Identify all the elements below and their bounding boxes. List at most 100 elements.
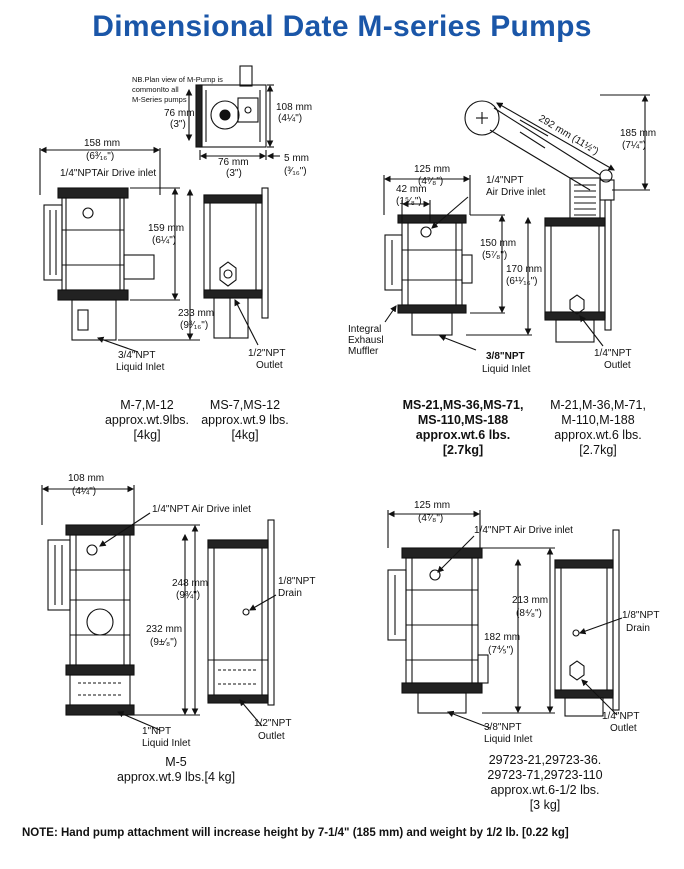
caption-m21-line-1: M-21,M-36,M-71, <box>550 398 646 412</box>
caption-ms21-line-4: [2.7kg] <box>442 443 484 457</box>
dim-plan-76-bottom: 76 mm <box>218 157 249 168</box>
dim-height-182-in: (7⅘") <box>488 645 513 656</box>
caption-29723-line-2: 29723-71,29723-110 <box>487 768 603 782</box>
caption-m5: M-5 approx.wt.9 lbs.[4 kg] <box>96 755 256 785</box>
caption-ms7-ms12: MS-7,MS-12 approx.wt.9 lbs. [4kg] <box>190 398 300 443</box>
label-drain-p-npt: 1/8"NPT <box>622 610 659 621</box>
label-outlet-m5: Outlet <box>258 731 285 742</box>
dim-height-248: 248 mm <box>172 578 208 589</box>
caption-m7-line-3: [4kg] <box>133 428 161 442</box>
caption-ms7-line-2: approx.wt.9 lbs. <box>201 413 289 427</box>
label-outlet-ms: Outlet <box>604 360 631 371</box>
dim-height-159-in: (6¼") <box>152 234 176 246</box>
label-outlet-ms-npt: 1/4"NPT <box>594 348 631 359</box>
dim-height-213-in: (8⁴⁄₈") <box>516 608 542 619</box>
caption-m21-series: M-21,M-36,M-71, M-110,M-188 approx.wt.6 … <box>538 398 658 458</box>
m5-side-view-drawing <box>207 519 275 706</box>
caption-m21-line-2: M-110,M-188 <box>561 413 635 427</box>
label-liquid-inlet-m7: Liquid Inlet <box>116 362 165 373</box>
ms21-front-view-drawing <box>384 214 473 336</box>
caption-m5-line-2: approx.wt.9 lbs.[4 kg] <box>116 770 236 784</box>
dim-width-125-ms: 125 mm <box>414 164 450 175</box>
dim-height-213: 213 mm <box>512 595 548 606</box>
plan-note: NB.Plan view of M-Pump is commonIto all … <box>132 75 223 104</box>
dim-width-158: 158 mm <box>84 138 120 149</box>
label-liquid-inlet-m5-npt: 1"NPT <box>142 726 171 737</box>
dim-height-170-in: (6¹¹⁄₁₆") <box>506 276 538 287</box>
dim-width-125-p: 125 mm <box>414 500 450 511</box>
ms21-side-view-drawing <box>544 199 612 343</box>
p29723-side-view-drawing <box>554 529 620 717</box>
caption-29723-line-1: 29723-21,29723-36. <box>488 753 602 767</box>
caption-ms21-line-3: approx.wt.6 lbs. <box>415 428 511 442</box>
label-air-drive-inlet-ms-npt: 1/4"NPT <box>486 175 523 186</box>
caption-m7-line-1: M-7,M-12 <box>120 398 174 412</box>
caption-29723: 29723-21,29723-36. 29723-71,29723-110 ap… <box>460 753 630 813</box>
label-liquid-inlet-m7-npt: 3/4"NPT <box>118 350 155 361</box>
dim-plan-76-left-in: (3") <box>170 119 186 130</box>
plan-view-drawing <box>195 65 267 148</box>
dim-height-150: 150 mm <box>480 238 516 249</box>
caption-m7-line-2: approx.wt.9lbs. <box>104 413 190 427</box>
dim-width-108: 108 mm <box>68 473 104 484</box>
label-liquid-inlet-m5: Liquid Inlet <box>142 738 191 749</box>
dim-width-125-ms-in: (4⁷⁄₈") <box>418 176 443 187</box>
label-liquid-inlet-ms: Liquid Inlet <box>482 364 531 375</box>
label-liquid-inlet-p: Liquid Inlet <box>484 734 533 745</box>
label-muffler-3: Muffler <box>348 346 379 357</box>
dim-height-233-in: (9³⁄₁₆") <box>180 320 208 331</box>
label-outlet-m5-npt: 1/2"NPT <box>254 718 291 729</box>
label-drain-m5-npt: 1/8"NPT <box>278 576 315 587</box>
label-outlet-p: Outlet <box>610 723 637 734</box>
dim-height-170: 170 mm <box>506 264 542 275</box>
dim-height-232: 232 mm <box>146 624 182 635</box>
caption-ms21-line-2: MS-110,MS-188 <box>417 413 509 427</box>
page-title: Dimensional Date M-series Pumps <box>92 10 592 43</box>
caption-m21-line-4: [2.7kg] <box>579 443 617 457</box>
dim-width-158-in: (6³⁄₁₆") <box>86 151 114 162</box>
dim-plan-108-in: (4¼") <box>278 112 302 124</box>
dim-plan-5: 5 mm <box>284 153 309 164</box>
dim-height-248-in: (9¾") <box>176 590 200 601</box>
m7-side-view-drawing <box>203 187 269 339</box>
caption-29723-line-4: [3 kg] <box>529 798 561 812</box>
label-air-drive-inlet-m5: 1/4"NPT Air Drive inlet <box>152 504 251 515</box>
plan-note-line-3: M-Series pumps <box>132 95 187 104</box>
dim-height-233: 233 mm <box>178 308 214 319</box>
dim-height-232-in: (9±⁄₈") <box>150 637 177 648</box>
dim-height-185-in: (7¼") <box>622 139 646 151</box>
label-outlet-m7-npt: 1/2"NPT <box>248 348 285 359</box>
dim-height-182: 182 mm <box>484 632 520 643</box>
caption-29723-line-3: approx.wt.6-1/2 lbs. <box>490 783 600 797</box>
caption-ms7-line-1: MS-7,MS-12 <box>209 398 281 412</box>
label-air-drive-inlet-m7: 1/4"NPTAir Drive inlet <box>60 168 156 179</box>
label-muffler-2: Exhausl <box>348 335 384 346</box>
dim-height-185: 185 mm <box>620 128 656 139</box>
label-drain-p: Drain <box>626 623 650 634</box>
dim-plan-76-bottom-in: (3") <box>226 168 242 179</box>
plan-note-line-2: commonIto all <box>132 85 179 94</box>
plan-note-line-1: NB.Plan view of M-Pump is <box>132 75 223 84</box>
caption-m7-m12: M-7,M-12 approx.wt.9lbs. [4kg] <box>92 398 202 443</box>
m7-front-view-drawing <box>43 187 155 341</box>
dim-height-159: 159 mm <box>148 223 184 234</box>
m5-front-view-drawing <box>47 524 135 716</box>
label-liquid-inlet-p-npt: 3/8"NPT <box>484 722 521 733</box>
dim-height-150-in: (5⁷⁄₈") <box>482 250 507 261</box>
caption-ms21-series: MS-21,MS-36,MS-71, MS-110,MS-188 approx.… <box>388 398 538 458</box>
label-muffler-1: Integral <box>348 324 381 335</box>
label-air-drive-inlet-ms: Air Drive inlet <box>486 187 546 198</box>
caption-ms21-line-1: MS-21,MS-36,MS-71, <box>402 398 524 412</box>
dim-width-125-p-in: (4⁷⁄₈") <box>418 513 443 524</box>
dim-width-108-in: (4¼") <box>72 485 96 497</box>
caption-ms7-line-3: [4kg] <box>231 428 259 442</box>
dim-plan-5-in: (³⁄₁₆") <box>284 166 307 177</box>
label-outlet-p-npt: 1/4"NPT <box>602 711 639 722</box>
dim-plan-108: 108 mm <box>276 102 312 113</box>
p29723-front-view-drawing <box>387 547 489 714</box>
dim-width-42-in: (1⁵⁄₈") <box>396 196 422 207</box>
label-outlet-m7: Outlet <box>256 360 283 371</box>
footnote: NOTE: Hand pump attachment will increase… <box>22 827 569 839</box>
